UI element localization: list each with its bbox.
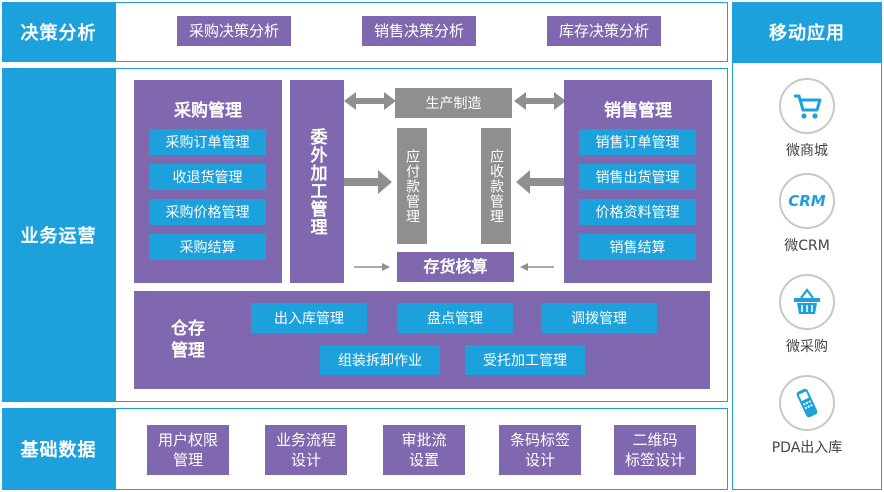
mobile-pda-label: PDA出入库 [771,440,843,456]
sales-settlement-button[interactable]: 销售结算 [579,234,696,260]
approval-flow-line2: 设置 [408,451,439,469]
in-out-stock-button[interactable]: 出入库管理 [251,303,367,333]
crm-icon: CRM [779,173,835,229]
barcode-label-line2: 设计 [524,451,555,469]
warehouse-title-line1: 仓存 [171,319,205,339]
pda-icon [779,375,835,431]
inventory-accounting-button[interactable]: 存货核算 [397,252,514,282]
arrow-left-icon [516,170,564,194]
mobile-mall-label: 微商城 [786,143,828,159]
receivable-label: 应收款管理 [488,148,504,224]
cart-icon [779,78,835,134]
thin-arrow-right-icon [354,263,390,271]
thin-arrow-left-icon [520,263,554,271]
qrcode-label-line2: 标签设计 [624,451,685,469]
purchase-settlement-button[interactable]: 采购结算 [149,234,266,260]
stocktake-button[interactable]: 盘点管理 [397,303,513,333]
crm-icon-text: CRM [788,192,826,210]
price-data-button[interactable]: 价格资料管理 [579,199,696,225]
barcode-label-button[interactable]: 条码标签 设计 [499,425,581,475]
approval-flow-line1: 审批流 [401,430,447,449]
inventory-decision-button[interactable]: 库存决策分析 [547,16,661,46]
user-permission-button[interactable]: 用户权限 管理 [147,425,229,475]
production-button[interactable]: 生产制造 [395,88,512,118]
mobile-item-purchase[interactable]: 微采购 [732,274,882,356]
qrcode-label-button[interactable]: 二维码 标签设计 [614,425,696,475]
flow-arrows [344,92,566,271]
basic-section-label: 基础数据 [2,408,115,490]
mobile-item-crm[interactable]: CRM 微CRM [732,173,882,255]
sales-order-button[interactable]: 销售订单管理 [579,129,696,155]
outsource-label: 委外加工管理 [306,127,327,236]
transfer-button[interactable]: 调拨管理 [541,303,657,333]
receive-return-button[interactable]: 收退货管理 [149,164,266,190]
mobile-section-label: 移动应用 [732,2,882,62]
operations-section-label: 业务运营 [2,68,115,402]
purchase-order-button[interactable]: 采购订单管理 [149,129,266,155]
qrcode-label-line1: 二维码 [632,430,678,449]
workflow-design-button[interactable]: 业务流程 设计 [265,425,347,475]
user-permission-line2: 管理 [172,451,203,469]
decision-section-label: 决策分析 [2,2,115,62]
sales-decision-button[interactable]: 销售决策分析 [362,16,476,46]
workflow-design-line2: 设计 [290,451,321,469]
double-arrow-right-icon [514,92,566,110]
approval-flow-button[interactable]: 审批流 设置 [383,425,465,475]
purchase-panel-title: 采购管理 [174,101,242,121]
basket-icon [779,274,835,330]
purchase-decision-button[interactable]: 采购决策分析 [177,16,291,46]
warehouse-panel-title: 仓存 管理 [158,318,218,362]
mobile-purchase-label: 微采购 [786,339,828,355]
user-permission-line1: 用户权限 [157,430,218,449]
receivable-box[interactable]: 应收款管理 [481,128,511,244]
sales-panel-title: 销售管理 [604,101,672,121]
sales-shipment-button[interactable]: 销售出货管理 [579,164,696,190]
mobile-item-mall[interactable]: 微商城 [732,78,882,160]
double-arrow-left-icon [344,92,396,110]
payable-box[interactable]: 应付款管理 [397,128,427,244]
mobile-crm-label: 微CRM [784,238,830,254]
arrow-right-icon [344,170,392,194]
barcode-label-line1: 条码标签 [509,430,570,449]
warehouse-title-line2: 管理 [171,341,205,362]
purchase-price-button[interactable]: 采购价格管理 [149,199,266,225]
workflow-design-line1: 业务流程 [275,430,336,449]
assembly-button[interactable]: 组装拆卸作业 [320,345,440,375]
consigned-processing-button[interactable]: 受托加工管理 [465,345,585,375]
payable-label: 应付款管理 [404,148,420,224]
mobile-item-pda[interactable]: PDA出入库 [732,375,882,457]
outsource-panel[interactable]: 委外加工管理 [290,80,344,283]
